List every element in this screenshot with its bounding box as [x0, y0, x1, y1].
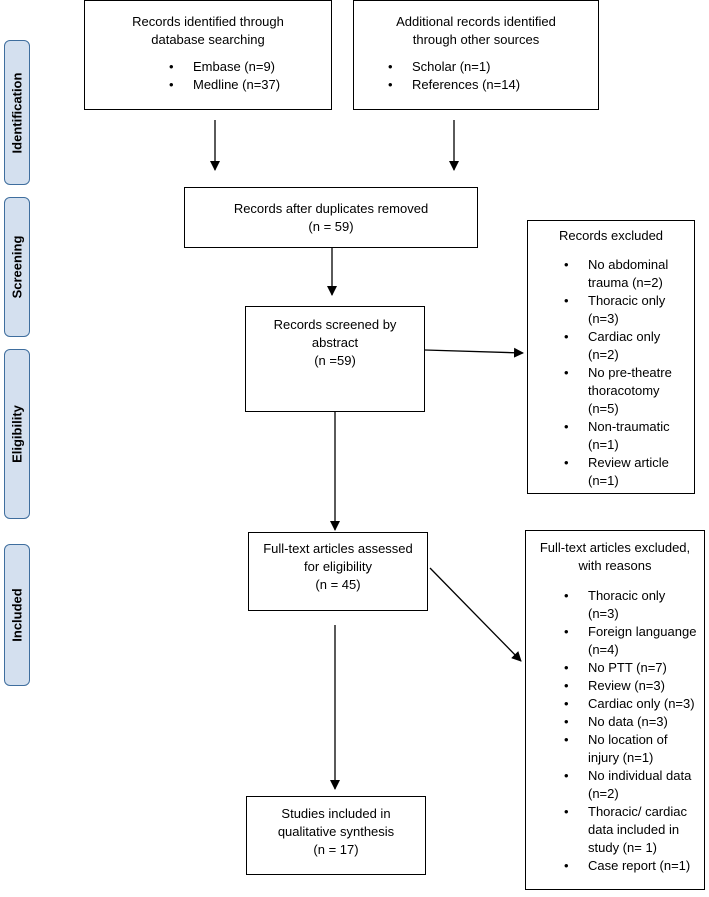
fulltext-assessed-title-1: Full-text articles assessed — [263, 541, 413, 556]
fulltext-excluded-box: Full-text articles excluded, with reason… — [525, 530, 705, 890]
list-item-text: (n=5) — [588, 401, 619, 416]
list-item: References (n=14) — [388, 76, 598, 94]
arrow-fulltext-to-excluded — [429, 567, 522, 662]
database-records-box: Records identified through database sear… — [84, 0, 332, 110]
list-item-text: Review (n=3) — [588, 678, 665, 693]
list-item-text: (n=2) — [588, 786, 619, 801]
list-item: Scholar (n=1) — [388, 58, 598, 76]
records-screened-count: (n =59) — [314, 353, 356, 368]
stage-eligibility: Eligibility — [4, 349, 30, 519]
stage-identification: Identification — [4, 40, 30, 185]
list-item: Review (n=3) — [564, 677, 704, 695]
list-item-text: study (n= 1) — [588, 840, 658, 855]
list-item-text: (n=3) — [588, 606, 619, 621]
other-records-box: Additional records identified through ot… — [353, 0, 599, 110]
list-item: Embase (n=9) — [169, 58, 331, 76]
list-item: No abdominal trauma (n=2) — [564, 256, 694, 292]
list-item-text: thoracotomy — [588, 383, 660, 398]
list-item: No PTT (n=7) — [564, 659, 704, 677]
fulltext-assessed-title-2: for eligibility — [304, 559, 372, 574]
fulltext-excluded-list: Thoracic only (n=3) Foreign languange (n=4)… — [564, 587, 704, 875]
list-item: No pre-theatre thoracotomy (n=5) — [564, 364, 694, 418]
list-item: Non-traumatic (n=1) — [564, 418, 694, 454]
list-item: Case report (n=1) — [564, 857, 704, 875]
list-item: No location of injury (n=1) — [564, 731, 704, 767]
other-records-title-1: Additional records identified — [396, 14, 556, 29]
fulltext-excluded-title-1: Full-text articles excluded, — [539, 540, 691, 555]
records-screened-title-1: Records screened by — [273, 317, 397, 332]
duplicates-removed-count: (n = 59) — [308, 219, 354, 234]
list-item: Thoracic only (n=3) — [564, 292, 694, 328]
list-item-text: Non-traumatic — [588, 419, 670, 434]
list-item-text: Cardiac only (n=3) — [588, 696, 695, 711]
list-item-text: data included in — [588, 822, 680, 837]
stage-screening: Screening — [4, 197, 30, 337]
studies-included-title-1: Studies included in — [281, 806, 391, 821]
list-item-text: No abdominal — [588, 257, 669, 272]
duplicates-removed-box: Records after duplicates removed (n = 59… — [184, 187, 478, 248]
list-item-text: injury (n=1) — [588, 750, 654, 765]
fulltext-assessed-count: (n = 45) — [315, 577, 361, 592]
list-item-text: Thoracic only — [588, 293, 666, 308]
fulltext-excluded-title-2: with reasons — [578, 558, 652, 573]
list-item: No data (n=3) — [564, 713, 704, 731]
list-item-text: Case report (n=1) — [588, 858, 691, 873]
database-records-title-2: database searching — [151, 32, 265, 47]
records-excluded-list: No abdominal trauma (n=2) Thoracic only (n=… — [564, 256, 694, 490]
list-item-text: Thoracic/ cardiac — [588, 804, 687, 819]
list-item-text: No PTT (n=7) — [588, 660, 667, 675]
list-item: No individual data (n=2) — [564, 767, 704, 803]
list-item: Review article (n=1) — [564, 454, 694, 490]
records-excluded-box: Records excluded No abdominal trauma (n=2… — [527, 220, 695, 494]
list-item-text: trauma (n=2) — [588, 275, 663, 290]
list-item-text: No location of — [588, 732, 668, 747]
list-item: Thoracic/ cardiac data included in study (… — [564, 803, 704, 857]
other-records-title-2: through other sources — [412, 32, 540, 47]
database-records-title-1: Records identified through — [132, 14, 284, 29]
list-item-text: No pre-theatre — [588, 365, 672, 380]
list-item: Cardiac only (n=2) — [564, 328, 694, 364]
list-item: Foreign languange (n=4) — [564, 623, 704, 659]
list-item-text: (n=1) — [588, 473, 619, 488]
arrow-screened-to-excluded — [424, 347, 524, 358]
list-item-text: Thoracic only — [588, 588, 666, 603]
list-item-text: Review article — [588, 455, 669, 470]
studies-included-title-2: qualitative synthesis — [277, 824, 395, 839]
records-screened-box: Records screened by abstract (n =59) — [245, 306, 425, 412]
list-item: Thoracic only (n=3) — [564, 587, 704, 623]
list-item-text: (n=3) — [588, 311, 619, 326]
list-item-text: No data (n=3) — [588, 714, 668, 729]
fulltext-assessed-box: Full-text articles assessed for eligibil… — [248, 532, 428, 611]
duplicates-removed-title: Records after duplicates removed — [233, 201, 429, 216]
list-item: Cardiac only (n=3) — [564, 695, 704, 713]
list-item: Medline (n=37) — [169, 76, 331, 94]
studies-included-count: (n = 17) — [313, 842, 359, 857]
list-item-text: (n=1) — [588, 437, 619, 452]
list-item-text: Cardiac only (n=2) — [588, 329, 661, 362]
records-screened-title-2: abstract — [311, 335, 359, 350]
list-item-text: (n=4) — [588, 642, 619, 657]
records-excluded-title: Records excluded — [558, 228, 664, 243]
list-item-text: No individual data — [588, 768, 692, 783]
list-item-text: Foreign languange — [588, 624, 697, 639]
studies-included-box: Studies included in qualitative synthesi… — [246, 796, 426, 875]
stage-included: Included — [4, 544, 30, 686]
